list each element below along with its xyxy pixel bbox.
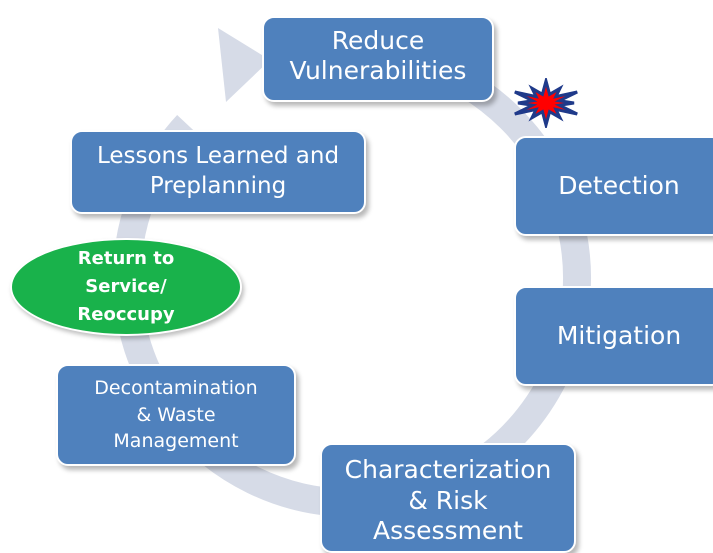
explosion-burst-icon (514, 78, 578, 128)
cycle-arrowhead (218, 28, 270, 102)
step-label: Lessons Learned and Preplanning (96, 143, 340, 199)
oval-label: Return to Service/ Reoccupy (77, 248, 175, 325)
step-lessons-learned-preplanning: Lessons Learned and Preplanning (70, 130, 366, 214)
step-label: Reduce Vulnerabilities (289, 25, 467, 86)
step-reduce-vulnerabilities: Reduce Vulnerabilities (262, 16, 494, 102)
step-label: Detection (558, 170, 680, 200)
step-label: Mitigation (556, 320, 682, 350)
step-detection: Detection (514, 136, 713, 236)
step-label: Characterization & Risk Assessment (344, 455, 552, 546)
step-decontamination-waste-management: Decontamination & Waste Management (56, 364, 296, 466)
cycle-diagram: Reduce Vulnerabilities Detection Mitigat… (10, 16, 713, 553)
step-mitigation: Mitigation (514, 286, 713, 386)
step-label: Decontamination & Waste Management (94, 377, 258, 453)
return-to-service-oval: Return to Service/ Reoccupy (10, 238, 242, 336)
burst-shape (514, 78, 578, 128)
step-characterization-risk-assessment: Characterization & Risk Assessment (320, 443, 576, 553)
